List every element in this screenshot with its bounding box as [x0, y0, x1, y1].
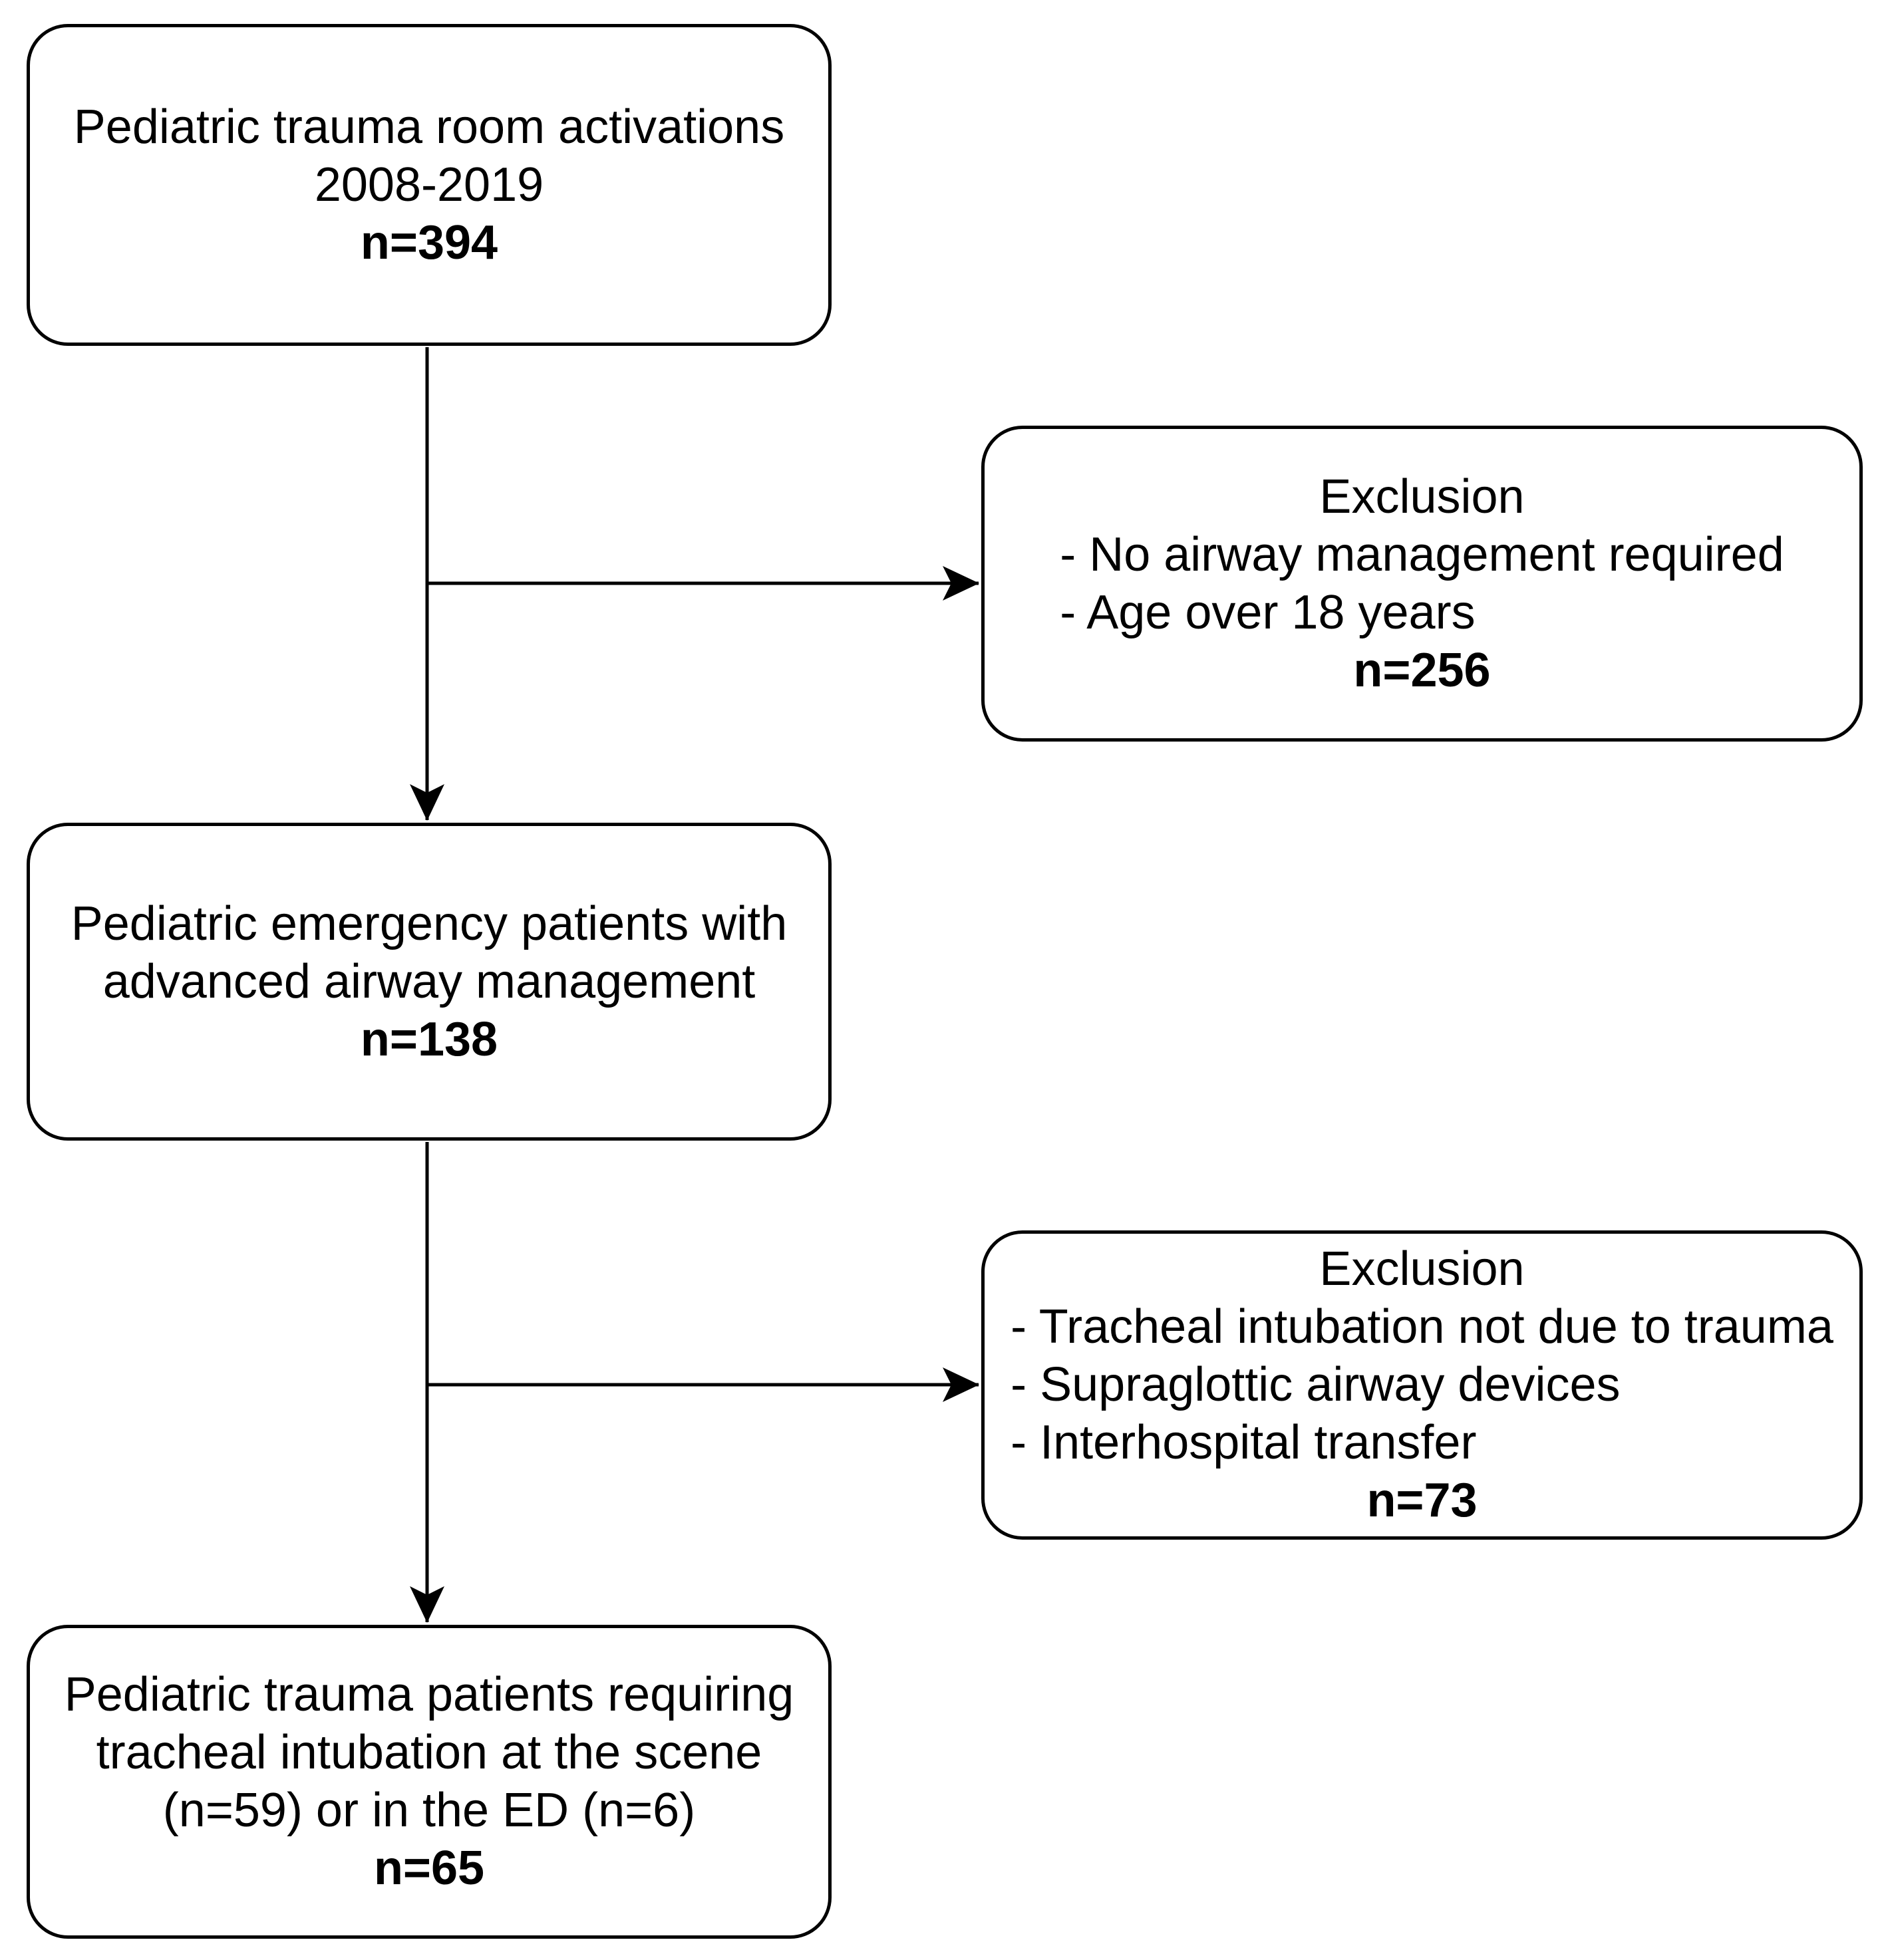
box-exclusion-1-count: n=256 [1353, 643, 1491, 697]
box-exclusion-1-bullet-1: - No airway management required [1060, 527, 1784, 581]
box-trauma-activations-line-2: 2008-2019 [314, 158, 544, 211]
box-trauma-activations: Pediatric trauma room activations 2008-2… [27, 24, 832, 346]
box-trauma-activations-line-1: Pediatric trauma room activations [73, 100, 785, 154]
box-trauma-intubation-line-2: tracheal intubation at the scene [96, 1726, 762, 1779]
box-exclusion-2-bullet-2: - Supraglottic airway devices [1011, 1358, 1621, 1411]
box-trauma-intubation-line-3: (n=59) or in the ED (n=6) [162, 1784, 696, 1837]
box-exclusion-2-bullets: - Tracheal intubation not due to trauma … [1011, 1298, 1833, 1472]
box-exclusion-2-count: n=73 [1366, 1474, 1478, 1527]
box-exclusion-1-title: Exclusion [1319, 470, 1525, 523]
box-airway-management-count: n=138 [360, 1012, 498, 1066]
box-airway-management-line-2: advanced airway management [102, 954, 756, 1008]
box-trauma-intubation-count: n=65 [373, 1842, 485, 1895]
box-exclusion-2-bullet-1: - Tracheal intubation not due to trauma [1011, 1300, 1833, 1353]
box-exclusion-2-title: Exclusion [1319, 1242, 1525, 1296]
box-exclusion-2: Exclusion - Tracheal intubation not due … [981, 1230, 1863, 1540]
box-airway-management: Pediatric emergency patients with advanc… [27, 823, 832, 1141]
box-trauma-activations-count: n=394 [360, 215, 498, 269]
box-trauma-intubation-line-1: Pediatric trauma patients requiring [64, 1668, 794, 1721]
box-exclusion-1-bullets: - No airway management required - Age ov… [1060, 526, 1784, 642]
box-airway-management-line-1: Pediatric emergency patients with [71, 897, 788, 950]
box-trauma-intubation: Pediatric trauma patients requiring trac… [27, 1625, 832, 1939]
box-exclusion-2-bullet-3: - Interhospital transfer [1011, 1416, 1477, 1469]
box-exclusion-1-bullet-2: - Age over 18 years [1060, 585, 1476, 639]
box-exclusion-1: Exclusion - No airway management require… [981, 426, 1863, 742]
